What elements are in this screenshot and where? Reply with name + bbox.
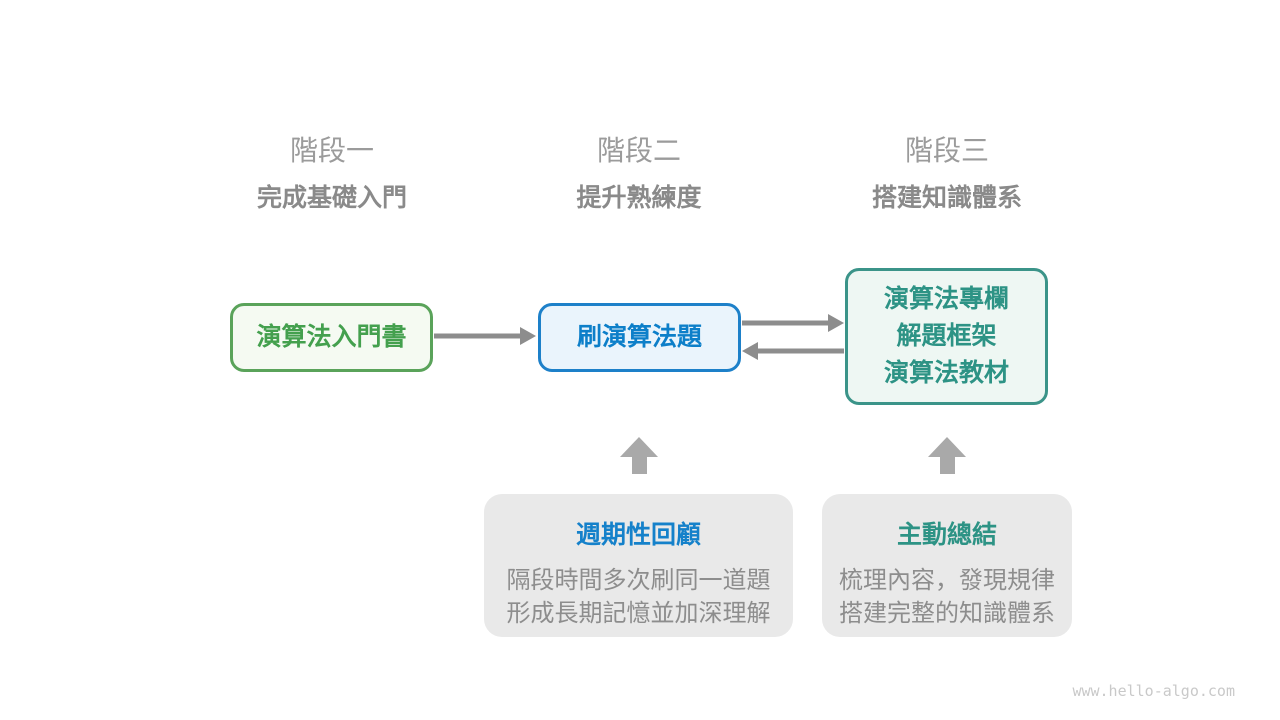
review-body-line-1: 隔段時間多次刷同一道題	[506, 567, 771, 594]
summary-callout: 主動總結 梳理內容，發現規律 搭建完整的知識體系	[822, 494, 1072, 637]
intro-book-node: 演算法入門書	[230, 303, 433, 372]
review-body: 隔段時間多次刷同一道題 形成長期記憶並加深理解	[507, 564, 771, 630]
summary-body: 梳理內容，發現規律 搭建完整的知識體系	[839, 564, 1055, 630]
stage-2-subtitle: 提升熟練度	[576, 184, 702, 212]
arrow-stage1-to-stage2	[434, 326, 536, 346]
arrow-head-icon	[520, 327, 536, 345]
arrow-shaft	[434, 333, 522, 339]
stage-1-label: 階段一	[289, 135, 375, 166]
summary-body-line-1: 梳理內容，發現規律	[839, 567, 1055, 594]
practice-label: 刷演算法題	[576, 323, 702, 351]
summary-title: 主動總結	[896, 521, 997, 549]
watermark: www.hello-algo.com	[1072, 682, 1235, 700]
resources-line-1: 演算法專欄	[883, 285, 1009, 313]
practice-node: 刷演算法題	[538, 303, 741, 372]
arrow-head-icon	[828, 314, 844, 332]
intro-book-label: 演算法入門書	[256, 323, 407, 351]
arrow-stem	[939, 457, 955, 474]
arrow-shaft	[756, 348, 844, 354]
arrow-summary-up-icon	[928, 437, 966, 474]
stage-1-subtitle: 完成基礎入門	[256, 184, 408, 212]
stage-3-subtitle: 搭建知識體系	[871, 184, 1023, 212]
review-body-line-2: 形成長期記憶並加深理解	[506, 600, 771, 627]
arrow-head-icon	[620, 437, 658, 457]
review-callout: 週期性回顧 隔段時間多次刷同一道題 形成長期記憶並加深理解	[484, 494, 793, 637]
stage-2-label: 階段二	[596, 135, 682, 166]
arrow-stem	[631, 457, 647, 474]
summary-body-line-2: 搭建完整的知識體系	[839, 600, 1055, 627]
resources-node: 演算法專欄 解題框架 演算法教材	[845, 268, 1048, 405]
resources-line-3: 演算法教材	[883, 359, 1009, 387]
arrow-shaft	[742, 320, 830, 326]
arrow-head-icon	[928, 437, 966, 457]
review-title: 週期性回顧	[575, 521, 701, 549]
arrow-stage2-to-stage3	[742, 313, 844, 333]
stage-3-label: 階段三	[904, 135, 990, 166]
arrow-review-up-icon	[620, 437, 658, 474]
arrow-stage3-to-stage2	[742, 341, 844, 361]
resources-line-2: 解題框架	[896, 322, 997, 350]
arrow-head-icon	[742, 342, 758, 360]
